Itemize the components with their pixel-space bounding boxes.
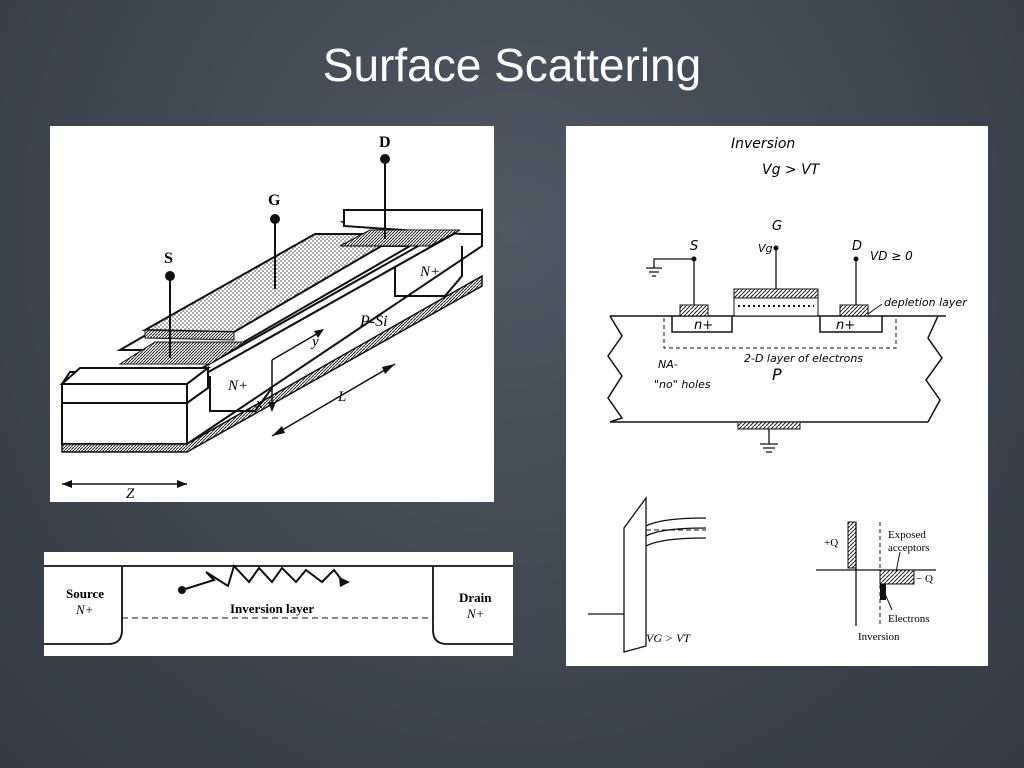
surface-scattering-strip: Source N+ Drain N+ Inversion layer <box>44 552 513 656</box>
charge-diagram: +Q − Q Exposed acceptors Electrons Inver… <box>816 521 936 643</box>
l-arrow-start <box>272 426 285 436</box>
minus-q-label: − Q <box>916 573 933 585</box>
plus-q-label: +Q <box>824 537 838 549</box>
source-boundary <box>44 566 123 645</box>
substrate-ground-icon <box>760 429 778 453</box>
length-label: L <box>337 389 346 405</box>
gate-terminal-dot <box>270 214 280 224</box>
gate-label: G <box>772 219 782 234</box>
back-contact-hatch <box>737 421 801 430</box>
electron-arrow <box>339 577 350 587</box>
source-doping-label: N+ <box>75 602 93 617</box>
drain-doping-label: N+ <box>466 606 484 621</box>
source-contact <box>118 341 247 365</box>
electron-path <box>181 564 345 591</box>
terminal-s-label: S <box>164 250 173 267</box>
inversion-sketch: Inversion Vg > VT G Vg S D VD ≥ 0 deplet… <box>566 126 988 666</box>
source-well <box>671 316 733 333</box>
slide-title: Surface Scattering <box>322 39 702 91</box>
source-label: S <box>690 239 698 254</box>
band-diagram: VG > VT <box>588 496 707 653</box>
l-arrow-end <box>382 364 395 374</box>
gate-oxide <box>733 297 819 317</box>
drain-well <box>819 316 883 333</box>
acceptor-label: NA- <box>658 358 678 371</box>
source-ground-icon <box>646 258 694 277</box>
charge-caption: Inversion <box>858 631 900 643</box>
width-label: Z <box>126 486 135 502</box>
substrate-label: P <box>772 365 782 384</box>
source-terminal-dot <box>165 271 175 281</box>
drain-block <box>339 209 483 235</box>
depletion-pointer <box>867 303 883 315</box>
gate-voltage-label: Vg <box>758 242 773 255</box>
z-arrow-end <box>177 480 187 488</box>
source-n-plus-label: n+ <box>694 318 713 333</box>
depletion-boundary <box>663 318 897 349</box>
drain-n-plus-label: N+ <box>419 264 440 280</box>
electrons-label: Electrons <box>888 613 930 625</box>
inversion-heading: Inversion <box>731 136 795 152</box>
drain-n-plus-label: n+ <box>836 318 855 333</box>
drain-boundary <box>432 566 513 645</box>
device-right-edge <box>925 315 943 423</box>
y-axis-arrow <box>314 329 324 338</box>
electron-layer-label: 2-D layer of electrons <box>744 352 863 365</box>
drain-label: Drain <box>459 590 492 605</box>
gate-terminal-dot <box>773 245 779 251</box>
drain-contact-hatch <box>839 304 869 317</box>
drain-label: D <box>852 239 862 254</box>
source-block <box>59 365 211 405</box>
exposed-acceptors-label-2: acceptors <box>888 542 930 554</box>
terminal-d-label: D <box>379 134 391 151</box>
gate-edge <box>144 329 235 341</box>
axis-x-label: x <box>255 396 263 412</box>
axis-y-label: y <box>310 334 319 350</box>
drain-terminal-dot <box>380 154 390 164</box>
exposed-acceptors-label: Exposed <box>888 529 926 541</box>
source-well <box>209 376 273 412</box>
substrate-label: P-Si <box>359 313 388 330</box>
terminal-g-label: G <box>268 192 281 209</box>
band-condition-label: VG > VT <box>646 631 691 645</box>
drain-terminal-dot <box>853 256 859 262</box>
x-axis-arrow <box>268 402 276 412</box>
drain-voltage-label: VD ≥ 0 <box>870 249 913 263</box>
depletion-layer-label: depletion layer <box>884 296 968 309</box>
inversion-layer-label: Inversion layer <box>230 601 314 616</box>
source-n-plus-label: N+ <box>227 378 248 394</box>
electron-dot <box>178 586 186 594</box>
inversion-condition: Vg > VT <box>762 162 821 178</box>
z-arrow-start <box>62 480 72 488</box>
drain-contact <box>339 229 461 247</box>
drain-well <box>394 246 463 297</box>
device-left-edge <box>607 315 624 423</box>
source-label: Source <box>66 586 104 601</box>
bottom-contact <box>61 274 483 453</box>
source-contact-hatch <box>679 304 709 317</box>
mosfet-3d-diagram: S G D N+ N+ P-Si y x L Z <box>50 126 494 502</box>
holes-label: "no" holes <box>654 378 711 391</box>
gate-metal <box>733 288 819 299</box>
